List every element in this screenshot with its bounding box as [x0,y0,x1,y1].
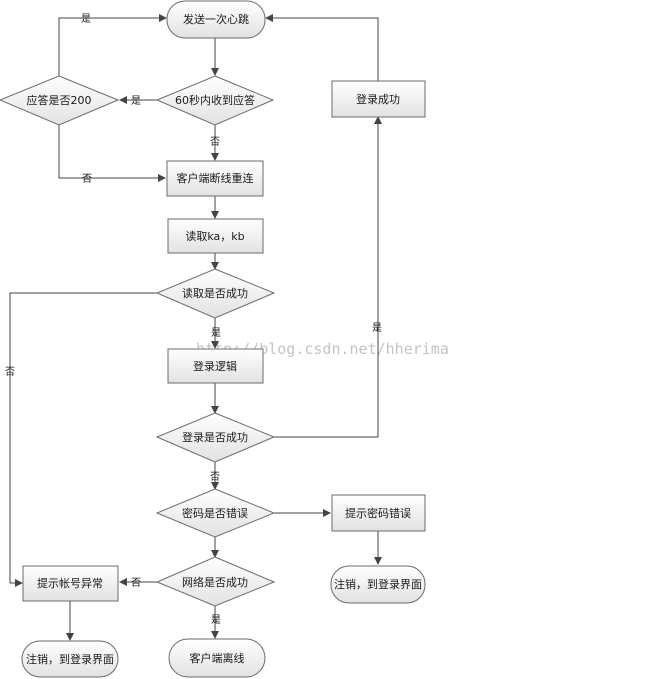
node-client-reconnect: 客户端断线重连 [166,160,264,197]
label-no-login-password: 否 [210,471,220,483]
node-read-ka-kb: 读取ka，kb [167,218,264,254]
edge-200-to-reconnect [58,125,166,182]
node-reply-in-60s-label: 60秒内收到应答 [175,93,255,107]
label-no-network-account: 否 [131,577,141,589]
node-read-success-label: 读取是否成功 [182,286,248,300]
node-login-logic-label: 登录逻辑 [193,359,237,373]
node-logout-right-label: 注销，到登录界面 [334,577,422,591]
node-password-error: 密码是否错误 [155,488,276,538]
node-network-success: 网络是否成功 [155,556,276,607]
node-login-logic: 登录逻辑 [167,348,264,384]
node-password-error-label: 密码是否错误 [182,506,248,520]
node-show-password-error: 提示密码错误 [331,494,426,532]
node-client-reconnect-label: 客户端断线重连 [177,171,254,185]
node-reply-in-60s: 60秒内收到应答 [155,75,275,126]
node-logout-right: 注销，到登录界面 [330,565,426,604]
node-login-success: 登录成功 [331,80,426,118]
edge-readsuccess-to-accounterror [9,292,158,587]
node-logout-left: 注销，到登录界面 [21,640,119,678]
node-send-heartbeat-label: 发送一次心跳 [183,12,249,26]
label-yes-network-offline: 是 [211,614,221,626]
label-no-60s-reconnect: 否 [210,136,220,148]
label-yes-200-start: 是 [81,13,91,25]
node-show-account-error-label: 提示帐号异常 [37,577,103,590]
edge-200-to-start [58,14,167,76]
node-read-success: 读取是否成功 [155,268,276,319]
node-show-account-error: 提示帐号异常 [22,565,119,602]
label-yes-60s-200: 是 [131,95,141,107]
node-login-is-success: 登录是否成功 [155,412,276,463]
node-client-offline-label: 客户端离线 [190,651,245,665]
label-no-read-account: 否 [5,366,15,378]
node-logout-left-label: 注销，到登录界面 [26,652,114,666]
edge-labels: 是 是 否 否 是 否 是 否 否 是 [5,13,382,626]
node-read-ka-kb-label: 读取ka，kb [185,229,244,243]
node-login-is-success-label: 登录是否成功 [182,430,248,444]
node-network-success-label: 网络是否成功 [182,575,248,589]
node-show-password-error-label: 提示密码错误 [345,506,411,520]
node-login-success-label: 登录成功 [356,92,400,106]
node-reply-is-200-label: 应答是否200 [27,93,92,107]
connectors [9,14,382,641]
node-client-offline: 客户端离线 [168,638,266,678]
label-yes-read-login: 是 [211,327,221,339]
node-send-heartbeat: 发送一次心跳 [166,0,266,39]
label-no-200-reconnect: 否 [82,173,92,185]
node-reply-is-200: 应答是否200 [0,75,120,126]
edge-loginsuccess-to-successbox [274,116,382,438]
edge-successbox-to-start [265,14,379,81]
label-yes-login-success: 是 [372,322,382,334]
